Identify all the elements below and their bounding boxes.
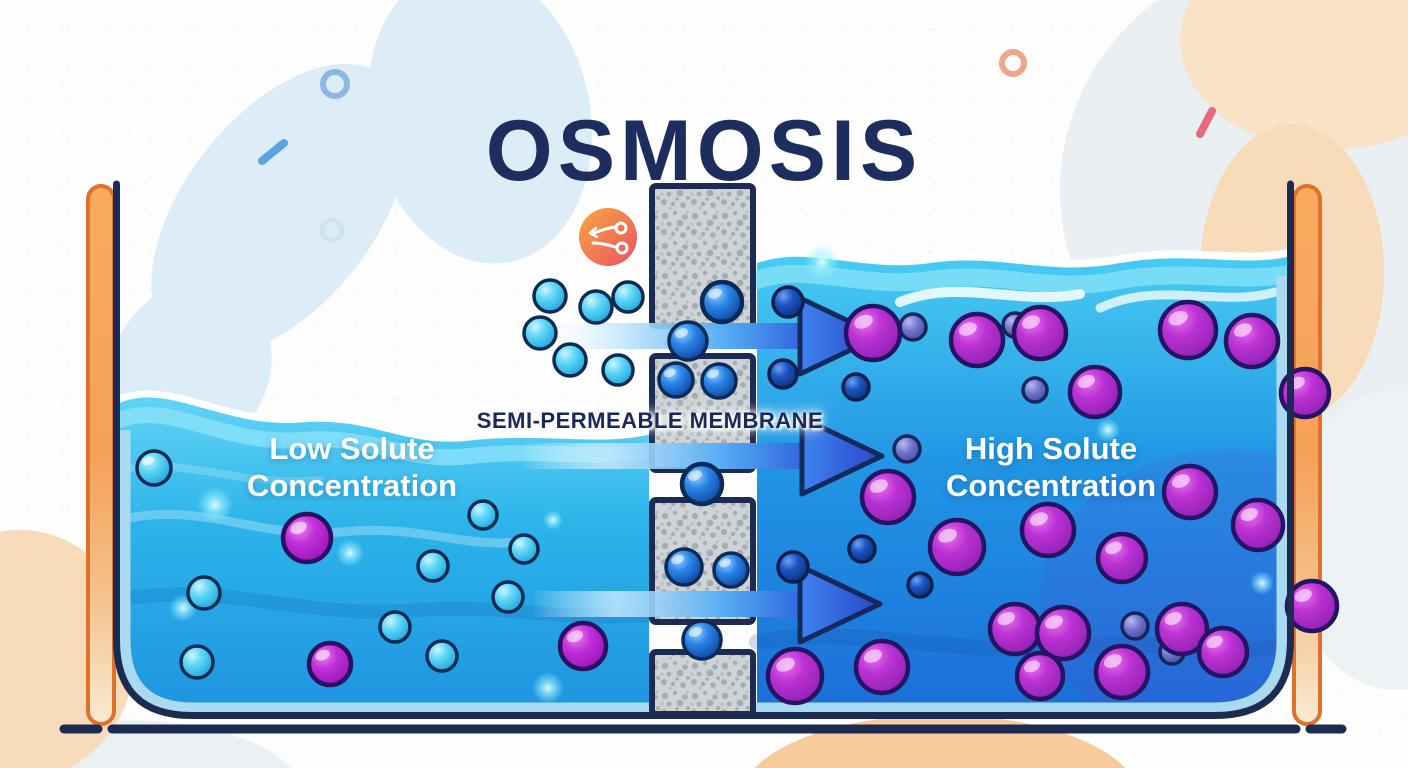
flow-arrow bbox=[535, 563, 883, 645]
glow-dot bbox=[1250, 571, 1274, 595]
solute-molecule bbox=[1223, 312, 1281, 370]
molecules bbox=[135, 278, 1340, 706]
water-molecule bbox=[508, 533, 540, 565]
page-title: OSMOSIS bbox=[485, 102, 923, 199]
glow-dot bbox=[1096, 418, 1120, 442]
dash-decoration bbox=[258, 139, 288, 165]
water-molecule-in-pore bbox=[657, 361, 695, 399]
water-molecule bbox=[522, 315, 558, 351]
water-molecule bbox=[135, 449, 173, 487]
solute-molecule bbox=[1154, 601, 1210, 657]
solute-molecule bbox=[859, 468, 917, 526]
wave-crest bbox=[120, 390, 653, 442]
solute-molecule bbox=[1157, 299, 1219, 361]
water-molecule bbox=[601, 353, 635, 387]
right-wall-inner bbox=[1296, 188, 1318, 722]
water-molecule bbox=[841, 372, 871, 402]
solute-molecule bbox=[1034, 604, 1092, 662]
solute-molecule bbox=[1230, 497, 1286, 553]
water-molecule bbox=[578, 289, 614, 325]
wave-crest bbox=[753, 248, 1287, 268]
water-low-concentration bbox=[120, 396, 649, 712]
membrane-label: SEMI-PERMEABLE MEMBRANE bbox=[476, 408, 824, 433]
low-concentration-line1: Low Solute bbox=[269, 431, 435, 466]
water-molecule-in-pore bbox=[681, 619, 723, 661]
solute-molecule bbox=[280, 511, 334, 565]
container-outline bbox=[113, 180, 1294, 719]
left-wall-inner bbox=[90, 188, 112, 722]
ring-decoration bbox=[320, 69, 350, 99]
ring-decoration bbox=[999, 49, 1027, 77]
water-molecule bbox=[179, 644, 215, 680]
water-molecule-in-pore bbox=[679, 461, 725, 507]
water-molecule bbox=[552, 342, 588, 378]
glow-dot bbox=[543, 510, 563, 530]
solute-molecule-small bbox=[1021, 376, 1049, 404]
water-molecule bbox=[416, 549, 450, 583]
peach-blob bbox=[1180, 0, 1408, 150]
water-molecule bbox=[847, 534, 877, 564]
water-molecule bbox=[491, 580, 525, 614]
water-molecule bbox=[771, 285, 805, 319]
water-molecule-in-pore bbox=[712, 551, 750, 589]
low-concentration-label: Low Solute Concentration bbox=[247, 430, 457, 504]
water-molecule bbox=[532, 278, 568, 314]
osmosis-flow-arrows bbox=[525, 295, 885, 645]
solute-molecule bbox=[1014, 650, 1066, 702]
glow-dot bbox=[532, 672, 564, 704]
water-molecule bbox=[378, 610, 412, 644]
membrane-segment bbox=[649, 649, 756, 717]
water-molecule bbox=[776, 550, 810, 584]
solute-molecule-small bbox=[892, 434, 922, 464]
water-molecule bbox=[186, 575, 222, 611]
water-molecule-in-pore bbox=[700, 362, 738, 400]
peach-blob bbox=[754, 715, 1126, 768]
glow-dot bbox=[197, 487, 233, 523]
glow-dot bbox=[336, 539, 364, 567]
water-molecule-in-pore bbox=[667, 320, 709, 362]
water-glow-dots bbox=[169, 244, 1274, 704]
ring-decoration bbox=[319, 217, 345, 243]
badge-fill bbox=[579, 208, 637, 266]
high-concentration-line1: High Solute bbox=[964, 431, 1138, 466]
wave-streak bbox=[895, 286, 1085, 307]
water-molecule bbox=[611, 280, 645, 314]
solute-molecule bbox=[927, 517, 987, 577]
solute-molecule bbox=[1019, 501, 1077, 559]
solute-molecule bbox=[306, 640, 354, 688]
water-molecule-in-pore bbox=[664, 547, 704, 587]
wave-streak bbox=[1095, 287, 1280, 313]
solute-molecule bbox=[1093, 643, 1151, 701]
solute-molecule bbox=[1067, 364, 1123, 420]
diffusion-badge-icon bbox=[574, 203, 642, 271]
low-concentration-line2: Concentration bbox=[246, 468, 458, 503]
solute-molecule bbox=[853, 638, 911, 696]
solute-molecule bbox=[1161, 463, 1219, 521]
solute-molecule bbox=[1095, 531, 1149, 585]
solute-molecule-small bbox=[1120, 611, 1150, 641]
water-molecule bbox=[767, 358, 799, 390]
solute-molecule bbox=[843, 303, 903, 363]
wave-band bbox=[748, 264, 1287, 294]
high-concentration-label: High Solute Concentration bbox=[946, 430, 1156, 504]
water-molecule-in-pore bbox=[699, 279, 745, 325]
water-molecule bbox=[906, 571, 934, 599]
solute-molecule bbox=[948, 311, 1006, 369]
glow-dot bbox=[804, 244, 840, 280]
water-molecule bbox=[425, 639, 459, 673]
solute-molecule bbox=[765, 646, 825, 706]
high-concentration-line2: Concentration bbox=[945, 468, 1157, 503]
dash-decoration bbox=[1196, 107, 1216, 138]
wave-streak bbox=[120, 509, 525, 548]
solute-molecule bbox=[1284, 578, 1340, 634]
water-molecule bbox=[467, 499, 499, 531]
flow-arrow bbox=[525, 415, 885, 497]
solute-molecule bbox=[557, 620, 609, 672]
water-high-concentration bbox=[757, 255, 1287, 712]
solute-molecule bbox=[987, 601, 1043, 657]
solute-molecule bbox=[1011, 304, 1069, 362]
solute-molecule-small bbox=[898, 312, 928, 342]
solute-molecule bbox=[1196, 625, 1250, 679]
